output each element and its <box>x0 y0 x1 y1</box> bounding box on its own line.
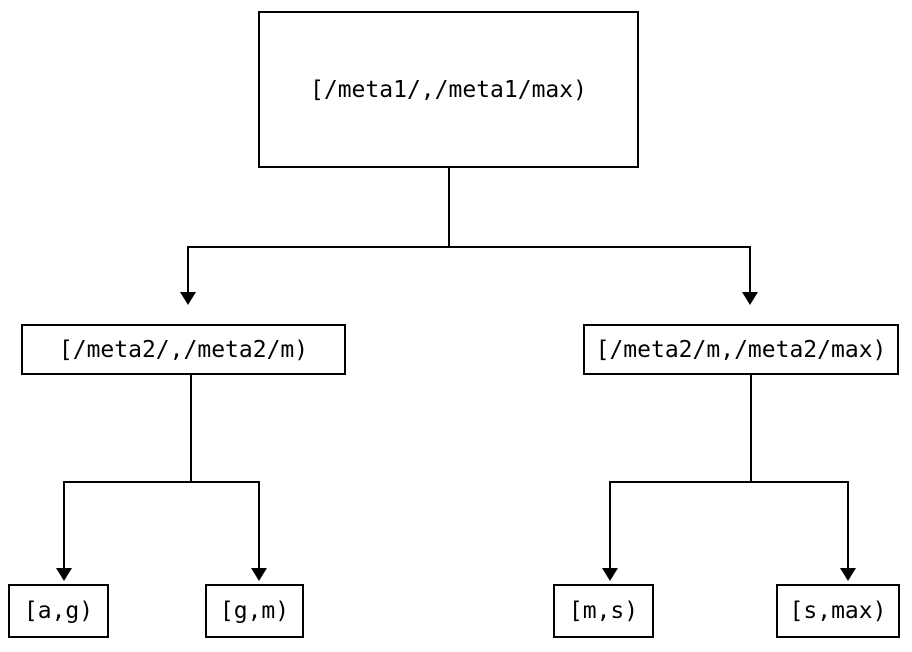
tree-node-root: [/meta1/,/meta1/max) <box>258 11 639 168</box>
arrowhead-l2-left-to-ag <box>56 568 72 581</box>
tree-leaf-s-max: [s,max) <box>776 584 900 638</box>
arrowhead-l2-right-to-smax <box>840 568 856 581</box>
edge-l2-right-to-ms-drop <box>609 481 611 570</box>
tree-leaf-a-g: [a,g) <box>8 584 109 638</box>
tree-node-meta2-upper: [/meta2/m,/meta2/max) <box>583 324 899 375</box>
edge-root-to-l2-left-drop <box>187 246 189 294</box>
tree-node-root-label: [/meta1/,/meta1/max) <box>310 76 587 103</box>
edge-l2-right-trunk <box>750 375 752 482</box>
tree-node-meta2-upper-label: [/meta2/m,/meta2/max) <box>595 336 887 363</box>
tree-leaf-g-m-label: [g,m) <box>219 598 290 624</box>
edge-l2-left-crossbar <box>63 481 260 483</box>
arrowhead-l2-right-to-ms <box>602 568 618 581</box>
tree-node-meta2-lower-label: [/meta2/,/meta2/m) <box>58 336 309 363</box>
tree-leaf-m-s: [m,s) <box>553 584 654 638</box>
edge-root-to-l2-right-drop <box>749 246 751 294</box>
arrowhead-l2-left-to-gm <box>251 568 267 581</box>
edge-l2-right-to-smax-drop <box>847 481 849 570</box>
arrowhead-root-to-l2-right <box>742 292 758 305</box>
edge-l2-left-trunk <box>190 375 192 482</box>
edge-l2-left-to-gm-drop <box>258 481 260 570</box>
arrowhead-root-to-l2-left <box>180 292 196 305</box>
edge-root-trunk <box>448 167 450 248</box>
tree-leaf-s-max-label: [s,max) <box>789 598 887 624</box>
tree-leaf-m-s-label: [m,s) <box>568 598 639 624</box>
edge-l2-right-crossbar <box>609 481 849 483</box>
tree-node-meta2-lower: [/meta2/,/meta2/m) <box>21 324 346 375</box>
tree-leaf-g-m: [g,m) <box>205 584 304 638</box>
edge-root-crossbar <box>187 246 750 248</box>
edge-l2-left-to-ag-drop <box>63 481 65 570</box>
tree-leaf-a-g-label: [a,g) <box>23 598 94 624</box>
